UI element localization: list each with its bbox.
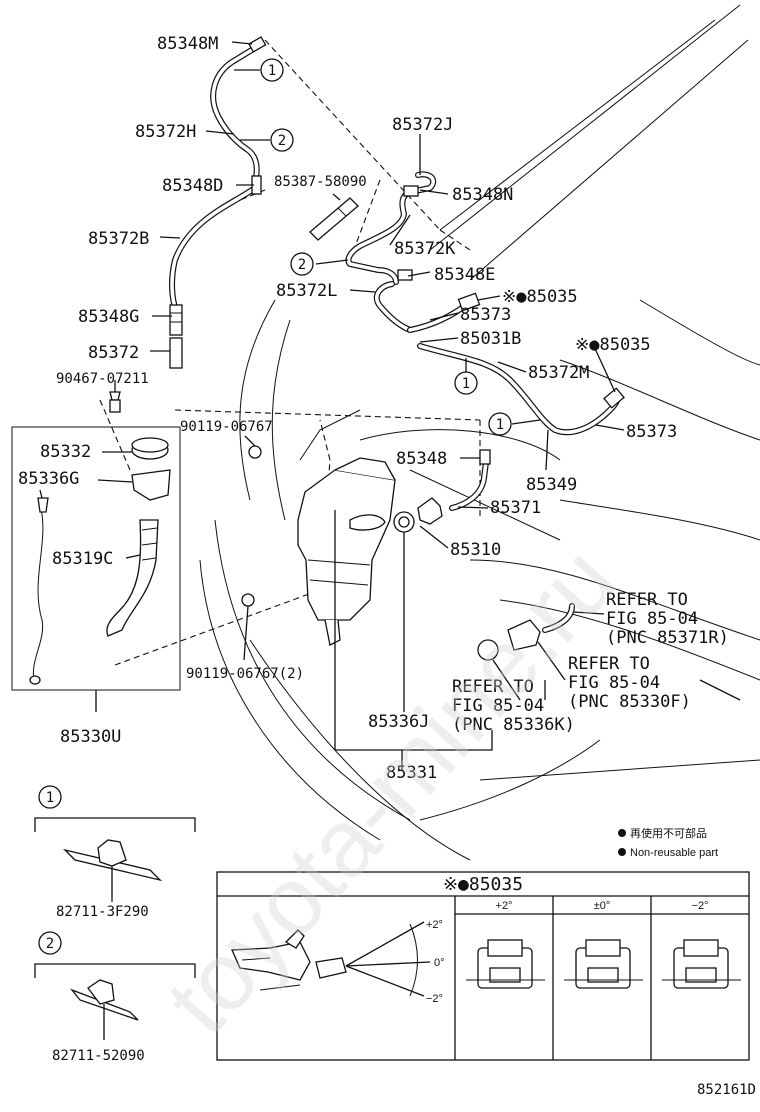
- washer-jar-assembly: [241, 445, 575, 661]
- col-plus2: +2°: [496, 900, 513, 912]
- callout-2-top: 2: [270, 128, 294, 152]
- label-85372J: 85372J: [392, 115, 453, 135]
- callout-1-center: 1: [454, 371, 478, 395]
- adjustment-table: [216, 871, 750, 1061]
- svg-text:FIG 85-04: FIG 85-04: [452, 696, 544, 716]
- label-85348E: 85348E: [434, 265, 495, 285]
- watermark: toyota-mine.ru: [146, 526, 636, 1054]
- legend-jp: 再使用不可部品: [630, 826, 707, 840]
- bullet-icon: [618, 848, 626, 856]
- label-85349: 85349: [526, 475, 577, 495]
- label-85336J: 85336J: [368, 712, 429, 732]
- label-85331: 85331: [386, 763, 437, 783]
- svg-text:2: 2: [46, 936, 54, 952]
- refer-note-85336K: REFER TO FIG 85-04 (PNC 85336K): [452, 677, 575, 735]
- label-82711-52090: 82711-52090: [52, 1048, 145, 1064]
- col-zero: ±0°: [594, 900, 611, 912]
- svg-text:(PNC 85336K): (PNC 85336K): [452, 715, 575, 735]
- label-85348D: 85348D: [162, 176, 223, 196]
- label-85031B: 85031B: [460, 329, 521, 349]
- label-85319C: 85319C: [52, 549, 113, 569]
- label-85348: 85348: [396, 449, 447, 469]
- bullet-icon: [618, 829, 626, 837]
- svg-text:2: 2: [278, 133, 286, 149]
- label-85371: 85371: [490, 498, 541, 518]
- svg-text:1: 1: [268, 63, 276, 79]
- svg-text:1: 1: [46, 790, 54, 806]
- label-85348N: 85348N: [452, 185, 513, 205]
- label-85035-top: ※●85035: [502, 287, 578, 307]
- label-85372H: 85372H: [135, 122, 196, 142]
- label-85372L: 85372L: [276, 281, 337, 301]
- clip-detail-2: [34, 963, 196, 1040]
- callouts: 1 2 2 1 1 1 2: [38, 58, 512, 955]
- refer-note-85371R: REFER TO FIG 85-04 (PNC 85371R): [606, 590, 729, 648]
- label-90119-06767-2: 90119-06767(2): [186, 666, 304, 682]
- svg-text:(PNC 85371R): (PNC 85371R): [606, 628, 729, 648]
- svg-text:1: 1: [462, 376, 470, 392]
- label-85372K: 85372K: [394, 239, 456, 259]
- part-labels: 85348M 85372H 85348D 85387-58090 85372J …: [18, 34, 677, 1064]
- label-85372B: 85372B: [88, 229, 149, 249]
- label-82711-3F290: 82711-3F290: [56, 904, 149, 920]
- left-hose-assembly: [109, 36, 267, 413]
- svg-text:REFER TO: REFER TO: [568, 654, 650, 674]
- nozzle-zero: [564, 939, 643, 989]
- legend: 再使用不可部品 Non-reusable part: [618, 826, 718, 859]
- label-85348G: 85348G: [78, 307, 139, 327]
- label-90119-06767: 90119-06767: [180, 419, 273, 435]
- svg-text:REFER TO: REFER TO: [452, 677, 534, 697]
- callout-1-top: 1: [260, 58, 284, 82]
- car-body-outline: [199, 4, 760, 861]
- svg-text:REFER TO: REFER TO: [606, 590, 688, 610]
- svg-text:(PNC 85330F): (PNC 85330F): [568, 692, 691, 712]
- nozzle-plus2: [466, 939, 545, 989]
- label-85373-right: 85373: [626, 422, 677, 442]
- angle-zero: 0°: [434, 957, 445, 969]
- table-title: ※●85035: [443, 874, 523, 895]
- legend-en: Non-reusable part: [630, 847, 718, 859]
- label-85330U: 85330U: [60, 727, 121, 747]
- nozzle-minus2: [662, 939, 741, 989]
- svg-text:2: 2: [298, 257, 306, 273]
- leader-lines: [39, 41, 741, 712]
- label-85332: 85332: [40, 442, 91, 462]
- center-hose-assembly: [309, 171, 625, 436]
- svg-text:1: 1: [496, 417, 504, 433]
- label-85348M: 85348M: [157, 34, 218, 54]
- angle-plus2: +2°: [426, 919, 443, 931]
- callout-2-center: 2: [290, 252, 314, 276]
- label-85336G: 85336G: [18, 469, 79, 489]
- label-85372: 85372: [88, 343, 139, 363]
- label-90467-07211: 90467-07211: [56, 371, 149, 387]
- label-85373-top: 85373: [460, 305, 511, 325]
- col-minus2: −2°: [692, 900, 709, 912]
- callout-1-inset: 1: [38, 785, 62, 809]
- callout-2-inset: 2: [38, 931, 62, 955]
- group-brackets: [95, 510, 493, 770]
- callout-1-right: 1: [488, 412, 512, 436]
- svg-text:FIG 85-04: FIG 85-04: [568, 673, 660, 693]
- clip-detail-1: [34, 817, 196, 902]
- refer-note-85330F: REFER TO FIG 85-04 (PNC 85330F): [568, 654, 691, 712]
- figure-code: 852161D: [697, 1082, 756, 1098]
- label-85387-58090: 85387-58090: [274, 174, 367, 190]
- label-85310: 85310: [450, 540, 501, 560]
- label-85372M: 85372M: [528, 363, 589, 383]
- adjustment-table-text: ※●85035 +2° ±0° −2° +2° 0° −2°: [426, 874, 708, 1005]
- angle-minus2: −2°: [426, 993, 443, 1005]
- svg-text:FIG 85-04: FIG 85-04: [606, 609, 698, 629]
- label-85035-right: ※●85035: [575, 335, 651, 355]
